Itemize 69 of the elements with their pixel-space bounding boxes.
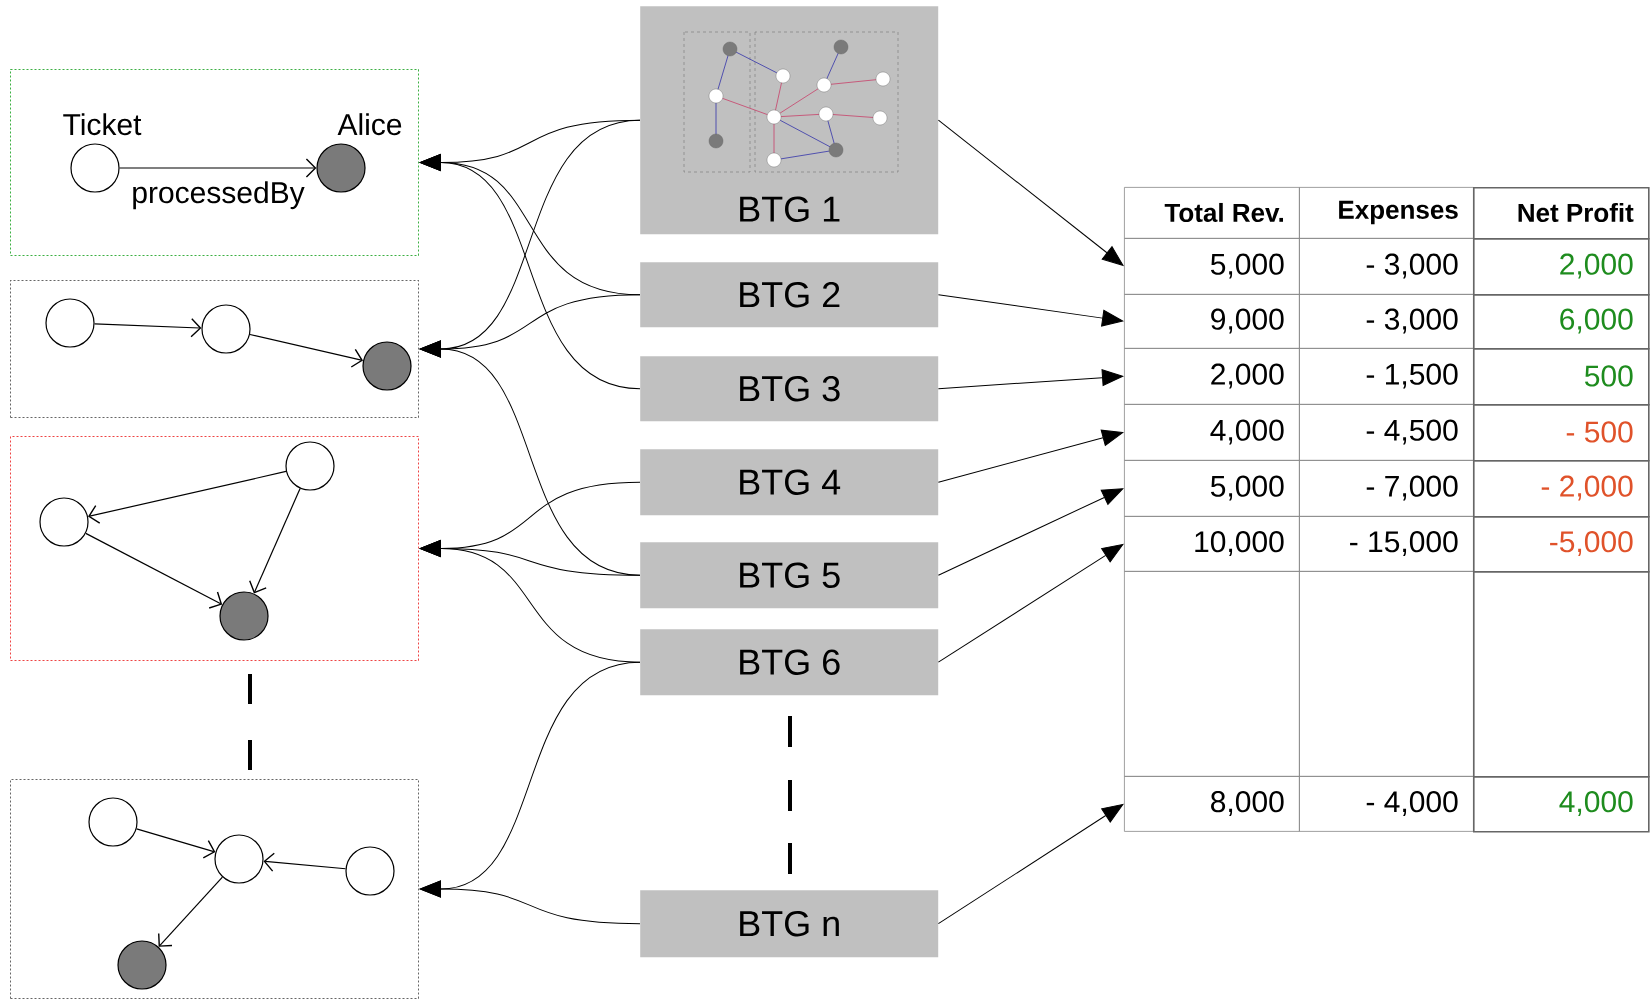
arrow bbox=[94, 318, 202, 338]
btg-box: BTG 6 bbox=[640, 629, 939, 696]
table-cell: -5,000 bbox=[1473, 516, 1650, 573]
curved-arrow bbox=[419, 340, 641, 576]
curved-arrow bbox=[419, 154, 641, 390]
btg-box: BTG 4 bbox=[640, 449, 939, 516]
arrow bbox=[85, 532, 223, 609]
arrow bbox=[119, 158, 317, 178]
table-header-cell: Total Rev. bbox=[1124, 187, 1300, 239]
table-cell: 4,000 bbox=[1124, 404, 1300, 461]
arrow bbox=[937, 294, 1124, 327]
arrow bbox=[937, 369, 1124, 390]
table-cell: 2,000 bbox=[1124, 348, 1300, 405]
dotted-frame bbox=[10, 69, 419, 256]
graph-node bbox=[214, 834, 264, 884]
table-cell: 8,000 bbox=[1124, 776, 1300, 832]
table-cell: - 4,500 bbox=[1299, 404, 1474, 461]
node-label: Ticket bbox=[63, 113, 142, 136]
dotted-frame bbox=[10, 779, 419, 999]
table-cell: - 2,000 bbox=[1473, 460, 1650, 518]
graph-node bbox=[362, 341, 412, 391]
graph-node bbox=[88, 797, 138, 847]
table-header-cell: Expenses bbox=[1299, 187, 1474, 239]
graph-node bbox=[39, 497, 89, 547]
table-cell: 9,000 bbox=[1124, 294, 1300, 349]
btg-box: BTG 2 bbox=[640, 262, 939, 328]
arrow bbox=[937, 543, 1124, 663]
graph-node bbox=[285, 441, 335, 491]
arrow bbox=[937, 488, 1124, 576]
arrow bbox=[937, 803, 1124, 925]
dotted-frame bbox=[10, 280, 419, 418]
table-cell: 6,000 bbox=[1473, 294, 1650, 350]
table-cell: 10,000 bbox=[1124, 516, 1300, 572]
arrow bbox=[263, 852, 347, 872]
curved-arrow bbox=[419, 540, 641, 663]
table-cell: 2,000 bbox=[1473, 238, 1650, 296]
graph-node bbox=[45, 298, 95, 348]
btg-box: BTG 1 bbox=[640, 6, 939, 235]
btg-box: BTG 5 bbox=[640, 542, 939, 609]
btg-box: BTG 3 bbox=[640, 356, 939, 422]
table-cell: - 500 bbox=[1473, 404, 1650, 462]
arrow bbox=[937, 119, 1124, 266]
arrow bbox=[249, 333, 364, 368]
table-cell: - 4,000 bbox=[1299, 776, 1474, 832]
dotted-frame bbox=[10, 436, 419, 661]
graph-node: Alice bbox=[316, 113, 402, 193]
graph-node bbox=[345, 846, 395, 896]
graph-node bbox=[117, 940, 167, 990]
table-cell: 5,000 bbox=[1124, 460, 1300, 517]
table-cell: - 7,000 bbox=[1299, 460, 1474, 517]
table-cell: 500 bbox=[1473, 348, 1650, 406]
table-cell: - 3,000 bbox=[1299, 238, 1474, 295]
graph-node bbox=[219, 591, 269, 641]
table-cell: - 1,500 bbox=[1299, 348, 1474, 405]
graph-node bbox=[201, 304, 251, 354]
arrow bbox=[158, 876, 223, 947]
table-cell: - 15,000 bbox=[1299, 516, 1474, 572]
arrow bbox=[249, 487, 301, 594]
table-cell: - 3,000 bbox=[1299, 294, 1474, 349]
curved-arrow bbox=[419, 880, 641, 925]
arrow bbox=[136, 828, 216, 859]
table-cell: 5,000 bbox=[1124, 238, 1300, 295]
edge-label: processedBy bbox=[130, 180, 306, 211]
node-label: Alice bbox=[337, 113, 402, 136]
btg-box: BTG n bbox=[640, 890, 939, 958]
arrow bbox=[88, 470, 287, 524]
table-cell: 4,000 bbox=[1473, 776, 1650, 833]
arrow bbox=[937, 429, 1124, 483]
table-header-cell: Net Profit bbox=[1473, 187, 1650, 240]
